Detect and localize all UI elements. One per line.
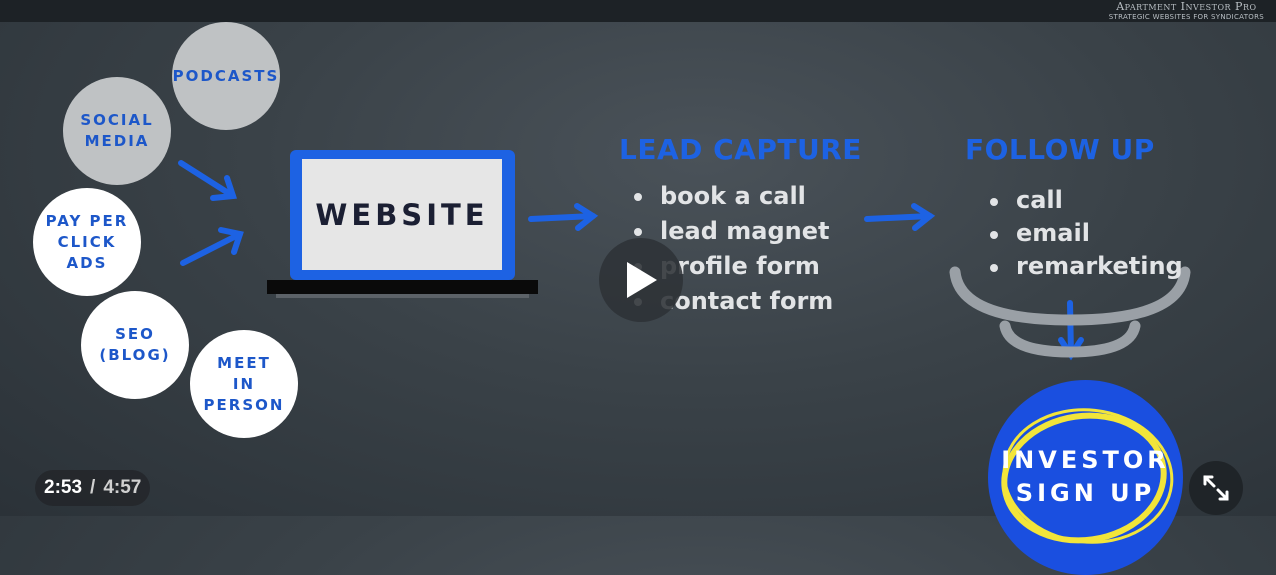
follow-up-heading: FOLLOW UP xyxy=(965,133,1155,166)
arrow-right-icon xyxy=(864,203,936,231)
laptop-base xyxy=(267,280,538,294)
lead-capture-heading: LEAD CAPTURE xyxy=(619,133,862,166)
duration: 4:57 xyxy=(103,477,142,498)
time-display: 2:53 / 4:57 xyxy=(35,470,151,506)
arrow-right-icon xyxy=(528,203,599,231)
arrow-right-icon xyxy=(178,160,238,201)
list-item: call xyxy=(986,184,1183,217)
website-label: WEBSITE xyxy=(302,159,502,270)
time-separator: / xyxy=(90,477,96,498)
funnel-arc-outer xyxy=(949,266,1191,326)
bubble-pay-per-click-ads: PAY PER CLICK ADS xyxy=(33,188,141,296)
follow-up-list: call email remarketing xyxy=(986,184,1183,283)
laptop-base-shadow xyxy=(276,294,529,298)
lead-capture-list: book a call lead magnet profile form con… xyxy=(630,179,833,319)
bubble-meet-in-person: MEET IN PERSON xyxy=(190,330,298,438)
flow-arrows xyxy=(178,160,1191,361)
arrow-right-icon xyxy=(180,227,244,266)
play-icon xyxy=(627,262,657,298)
list-item: remarketing xyxy=(986,250,1183,283)
list-item: email xyxy=(986,217,1183,250)
list-item: lead magnet xyxy=(630,214,833,249)
play-button[interactable] xyxy=(599,238,683,322)
bubble-social-media: SOCIAL MEDIA xyxy=(63,77,171,185)
investor-signup-badge: INVESTOR SIGN UP xyxy=(988,380,1183,575)
list-item: contact form xyxy=(630,284,833,319)
top-bar xyxy=(0,0,1276,22)
bubble-podcasts: PODCASTS xyxy=(172,22,280,130)
signup-line-2: SIGN UP xyxy=(1015,479,1156,507)
list-item: book a call xyxy=(630,179,833,214)
current-time: 2:53 xyxy=(44,477,83,498)
funnel-arc-inner xyxy=(999,320,1141,358)
signup-line-1: INVESTOR xyxy=(1001,446,1170,474)
brand-logo: Apartment Investor Pro STRATEGIC WEBSITE… xyxy=(1109,0,1264,22)
fullscreen-button[interactable] xyxy=(1189,461,1243,515)
brand-tagline: STRATEGIC WEBSITES FOR SYNDICATORS xyxy=(1108,13,1264,21)
bubble-seo-blog: SEO (BLOG) xyxy=(81,291,189,399)
expand-icon xyxy=(1203,475,1229,501)
brand-name: Apartment Investor Pro xyxy=(1116,0,1257,13)
